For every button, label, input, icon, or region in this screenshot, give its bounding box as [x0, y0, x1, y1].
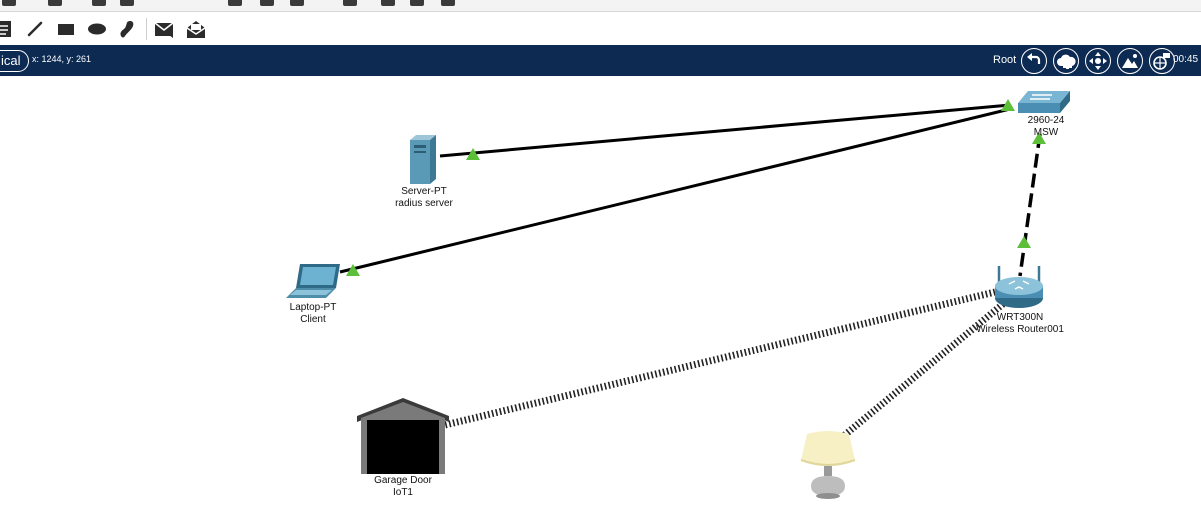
link-up-indicator [1017, 236, 1031, 248]
cursor-coordinates: x: 1244, y: 261 [32, 54, 92, 64]
switch-icon [1018, 91, 1070, 113]
toolbar-icon[interactable] [343, 0, 357, 6]
switch-device[interactable] [1018, 89, 1070, 115]
message-open-icon[interactable] [183, 16, 209, 42]
freeform-icon[interactable] [114, 16, 140, 42]
garage-door-device[interactable] [357, 398, 449, 474]
garage-door-icon [357, 398, 449, 474]
garage-name: IoT1 [392, 487, 413, 498]
background-image-icon[interactable] [1117, 48, 1143, 74]
router-device[interactable] [993, 264, 1045, 310]
workspace-bar: ical x: 1244, y: 261 Root 00:45 [0, 45, 1201, 76]
server-icon [410, 135, 436, 184]
laptop-icon [286, 264, 340, 298]
lamp-icon [800, 431, 856, 499]
logical-mode-tab[interactable]: ical [0, 50, 29, 72]
garage-label: Garage Door IoT1 [353, 475, 453, 499]
router-model: WRT300N [996, 312, 1044, 323]
switch-name: MSW [1033, 127, 1059, 138]
wireless-link-lamp [832, 301, 1006, 446]
laptop-device[interactable] [286, 262, 342, 300]
link-laptop-switch[interactable] [339, 107, 1011, 274]
toolbar-icon[interactable] [92, 0, 106, 6]
cloud-icon[interactable] [1053, 48, 1079, 74]
main-toolbar [0, 0, 1201, 12]
router-label: WRT300N Wireless Router001 [965, 312, 1075, 336]
link-up-indicator [1032, 132, 1046, 144]
toolbar-divider [146, 18, 147, 40]
switch-model: 2960-24 [1027, 115, 1065, 126]
link-server-switch[interactable] [439, 103, 1011, 158]
toolbar-icon[interactable] [441, 0, 455, 6]
line-icon[interactable] [22, 16, 48, 42]
wireless-router-icon [995, 266, 1043, 308]
laptop-label: Laptop-PT Client [263, 302, 363, 326]
toolbar-icon[interactable] [260, 0, 274, 6]
toolbar-icon[interactable] [290, 0, 304, 6]
clock: 00:45 [1173, 54, 1199, 65]
server-label: Server-PT radius server [374, 186, 474, 210]
toolbar-icon[interactable] [2, 0, 16, 6]
drawing-toolbar [0, 12, 1201, 45]
server-model: Server-PT [401, 186, 447, 197]
link-switch-router[interactable] [1018, 133, 1042, 277]
wireless-link-garage [444, 288, 996, 429]
message-closed-icon[interactable] [152, 16, 178, 42]
note-icon[interactable] [0, 16, 18, 42]
laptop-model: Laptop-PT [289, 302, 337, 313]
topology-canvas[interactable]: Server-PT radius server Laptop-PT Client… [0, 76, 1201, 501]
lamp-device[interactable] [799, 430, 857, 501]
rectangle-icon[interactable] [53, 16, 79, 42]
toolbar-icon[interactable] [48, 0, 62, 6]
router-name: Wireless Router001 [976, 324, 1064, 335]
root-label[interactable]: Root [993, 54, 1017, 66]
toolbar-icon[interactable] [410, 0, 424, 6]
ellipse-icon[interactable] [84, 16, 110, 42]
link-up-indicator [466, 148, 480, 160]
toolbar-icon[interactable] [120, 0, 134, 6]
server-name: radius server [395, 198, 453, 209]
laptop-name: Client [300, 314, 326, 325]
switch-label: 2960-24 MSW [996, 115, 1096, 139]
link-up-indicator [346, 264, 360, 276]
viewport-icon[interactable] [1149, 48, 1175, 74]
move-icon[interactable] [1085, 48, 1111, 74]
server-device[interactable] [406, 134, 440, 184]
link-layer [339, 99, 1046, 446]
back-icon[interactable] [1021, 48, 1047, 74]
garage-model: Garage Door [374, 475, 432, 486]
toolbar-icon[interactable] [381, 0, 395, 6]
toolbar-icon[interactable] [228, 0, 242, 6]
link-up-indicator [1001, 99, 1015, 111]
